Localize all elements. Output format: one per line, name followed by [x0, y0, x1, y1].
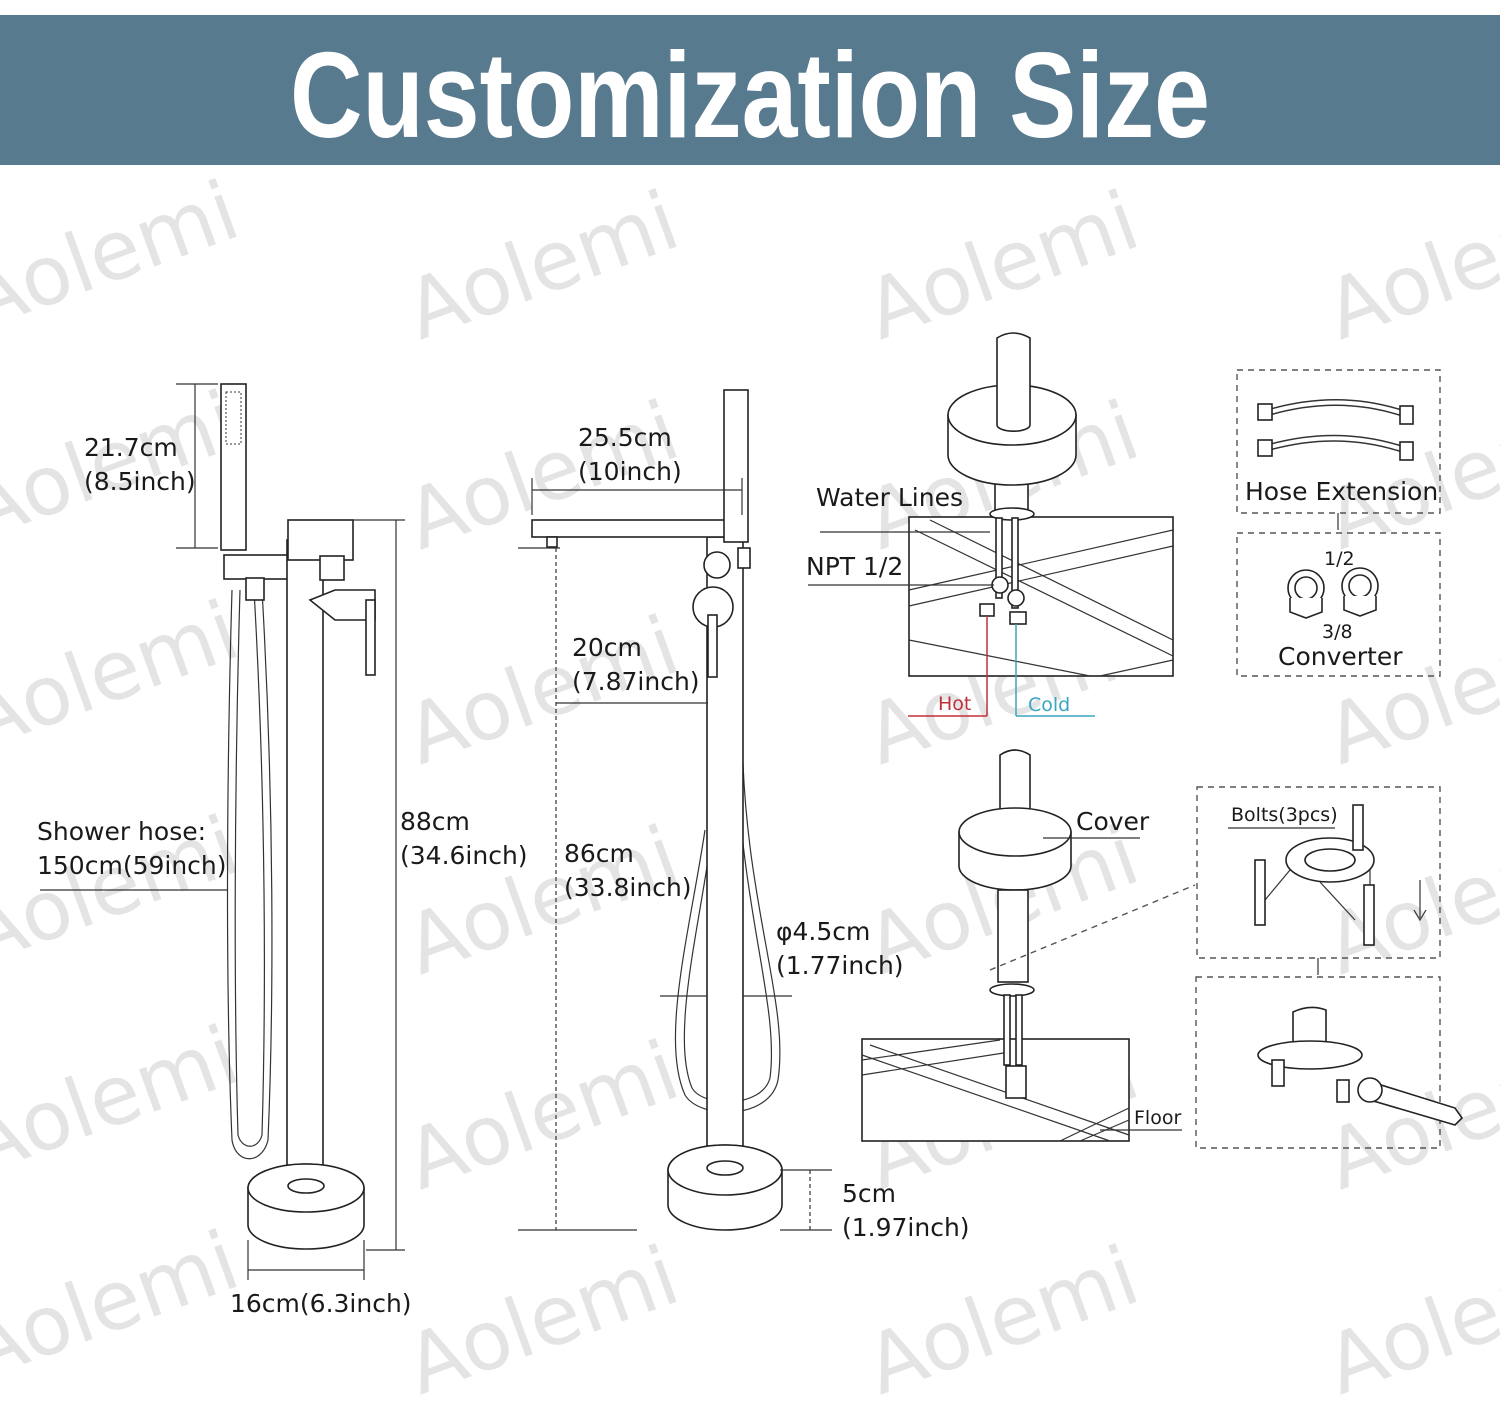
- watermark: Aolemi: [0, 1009, 251, 1194]
- bolts-box: [1196, 786, 1441, 975]
- water-lines-install: [808, 332, 1174, 717]
- converter-size-bottom: 3/8: [1322, 621, 1353, 643]
- header-band: [0, 15, 1500, 165]
- floor-label: Floor: [1134, 1107, 1181, 1129]
- watermark: Aolemi: [854, 1229, 1150, 1401]
- hot-label: Hot: [938, 693, 971, 715]
- total-height-in: (34.6inch): [400, 841, 528, 870]
- cover-install: [861, 749, 1196, 1142]
- spout-reach-cm: 25.5cm: [578, 423, 672, 452]
- page-title: Customization Size: [290, 27, 1210, 163]
- hose-extension-label: Hose Extension: [1245, 477, 1438, 506]
- side-view-dimensions: [40, 383, 405, 1280]
- cold-label: Cold: [1028, 694, 1070, 716]
- wrench-box: [1195, 976, 1464, 1149]
- handle-offset-in: (7.87inch): [572, 667, 700, 696]
- handle-offset-cm: 20cm: [572, 633, 642, 662]
- watermark: Aolemi: [1314, 809, 1500, 994]
- pipe-diameter-cm: φ4.5cm: [776, 917, 870, 946]
- side-view-faucet: [220, 383, 376, 1250]
- watermark: Aolemi: [854, 174, 1150, 359]
- front-view-dimensions: [518, 478, 832, 1231]
- npt-label: NPT 1/2: [806, 552, 903, 581]
- watermark: Aolemi: [1314, 174, 1500, 359]
- base-height-cm: 5cm: [842, 1179, 896, 1208]
- watermark: Aolemi: [1314, 1229, 1500, 1401]
- handshower-height-cm: 21.7cm: [84, 433, 178, 462]
- watermark: Aolemi: [394, 1024, 690, 1209]
- pipe-diameter-in: (1.77inch): [776, 951, 904, 980]
- watermark: Aolemi: [0, 1214, 251, 1399]
- hose-length: 150cm(59inch): [37, 851, 227, 880]
- spout-height-cm: 86cm: [564, 839, 634, 868]
- converter-label: Converter: [1278, 642, 1403, 671]
- handshower-height-in: (8.5inch): [84, 467, 196, 496]
- hose-extension-box: [1236, 369, 1441, 530]
- base-height-in: (1.97inch): [842, 1213, 970, 1242]
- watermark: Aolemi: [394, 1229, 690, 1401]
- spout-height-in: (33.8inch): [564, 873, 692, 902]
- water-lines-label: Water Lines: [816, 483, 963, 512]
- base-width: 16cm(6.3inch): [230, 1289, 412, 1318]
- spout-reach-in: (10inch): [578, 457, 682, 486]
- cover-label: Cover: [1076, 807, 1150, 836]
- hose-label: Shower hose:: [37, 817, 206, 846]
- bolts-label: Bolts(3pcs): [1231, 804, 1338, 826]
- converter-size-top: 1/2: [1324, 548, 1355, 570]
- watermark: Aolemi: [0, 584, 251, 769]
- watermark: Aolemi: [394, 174, 690, 359]
- total-height-cm: 88cm: [400, 807, 470, 836]
- converter-box: [1236, 532, 1441, 677]
- watermark: Aolemi: [0, 164, 251, 349]
